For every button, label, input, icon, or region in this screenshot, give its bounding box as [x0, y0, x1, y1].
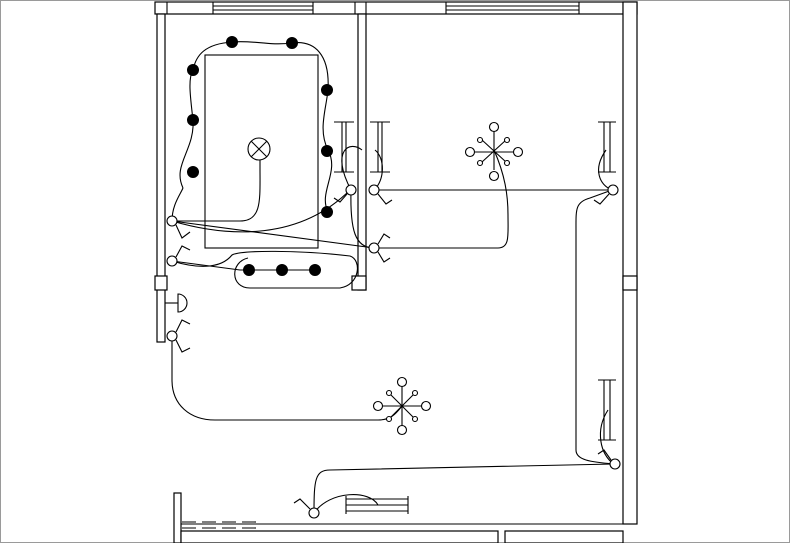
radiator-icon — [598, 379, 616, 441]
recessed-light-icon — [226, 36, 238, 48]
recessed-lights — [187, 36, 333, 276]
recessed-light-icon — [321, 84, 333, 96]
chandelier-icon — [372, 376, 432, 436]
recessed-light-icon — [321, 145, 333, 157]
switch-icon — [368, 184, 393, 205]
radiator-icon — [598, 121, 616, 173]
switch-icon — [166, 319, 191, 353]
left-wall-post — [154, 275, 168, 291]
chandelier-icon — [464, 121, 524, 182]
partition-wall — [357, 13, 367, 291]
switch-icon — [293, 498, 320, 519]
bottom-wall-segment — [180, 530, 499, 543]
switch-icon — [593, 184, 619, 205]
wiring — [171, 41, 615, 514]
recessed-light-icon — [286, 37, 298, 49]
window-top-left — [212, 2, 314, 14]
radiator-icon — [370, 121, 390, 173]
switch-icon — [166, 215, 191, 239]
switch-icon — [597, 449, 621, 470]
ceiling-light-icon — [247, 137, 271, 161]
radiator-icon — [334, 121, 354, 173]
recessed-light-icon — [187, 166, 199, 178]
recessed-light-icon — [276, 264, 288, 276]
switch-icon — [333, 184, 357, 203]
right-wall-post — [622, 275, 638, 291]
partition-post — [351, 275, 367, 291]
bottom-wall-segment-right — [504, 530, 624, 543]
recessed-light-icon — [309, 264, 321, 276]
radiator-icon — [345, 496, 409, 514]
right-wall — [622, 1, 638, 525]
walls — [154, 1, 638, 543]
bottom-left-wall — [173, 492, 182, 543]
switch-icon — [368, 233, 391, 263]
inner-cabinet — [204, 54, 319, 249]
recessed-light-icon — [187, 114, 199, 126]
window-top-right — [445, 2, 580, 14]
wall-outlet-icon — [165, 293, 188, 313]
recessed-light-icon — [243, 264, 255, 276]
recessed-light-icon — [187, 64, 199, 76]
recessed-light-icon — [321, 206, 333, 218]
switch-icon — [166, 245, 191, 267]
top-wall — [154, 1, 638, 15]
left-wall — [156, 13, 166, 343]
